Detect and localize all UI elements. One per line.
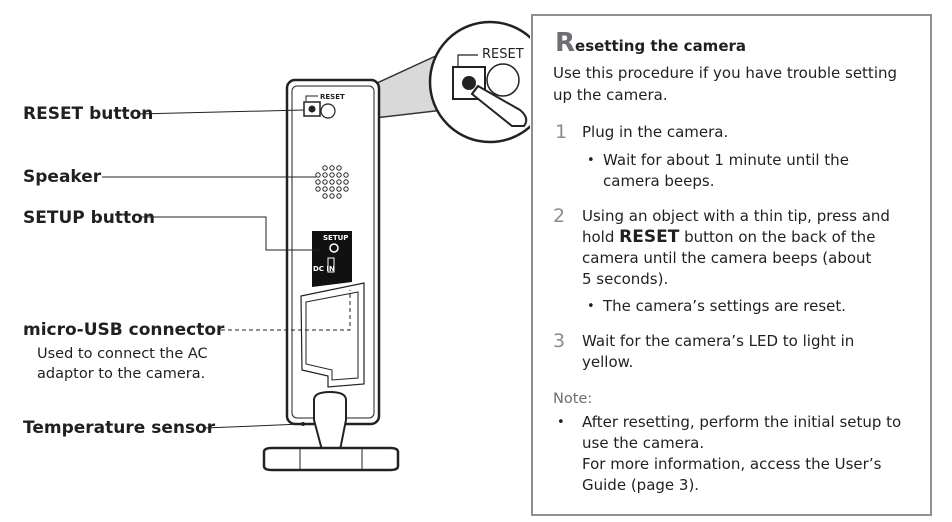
- note-line-1: After resetting, perform the initial set…: [582, 413, 902, 431]
- note-line-4: Guide (page 3).: [582, 476, 700, 494]
- setup-button-callout: SETUP button: [23, 208, 155, 228]
- title-initial: R: [555, 28, 576, 58]
- step-2-line-1: Using an object with a thin tip, press a…: [582, 207, 890, 225]
- step-2-reset-bold: RESET: [619, 227, 680, 247]
- step-2-bullet-1: The camera’s settings are reset.: [603, 297, 847, 315]
- step-2-bullet: •: [587, 299, 595, 314]
- leader-lines: [102, 109, 351, 429]
- step-3-line-1: Wait for the camera’s LED to light in: [582, 332, 855, 350]
- intro-line-2: up the camera.: [553, 86, 668, 104]
- title-rest: esetting the camera: [575, 37, 747, 55]
- step-1-bullet: •: [587, 153, 595, 168]
- reset-zoom-label: RESET: [482, 47, 524, 62]
- step-2-line-2: hold RESET button on the back of the: [582, 227, 875, 248]
- speaker-holes: [315, 165, 349, 199]
- camera-stand: [313, 390, 347, 451]
- intro-line-1: Use this procedure if you have trouble s…: [553, 64, 898, 82]
- temperature-sensor-callout: Temperature sensor: [23, 418, 216, 438]
- step-2-line-4: 5 seconds).: [582, 270, 669, 288]
- reset-button-callout: RESET button: [23, 104, 154, 124]
- note-line-2: use the camera.: [582, 434, 705, 452]
- step-1-bullet-1: Wait for about 1 minute until the: [603, 151, 849, 169]
- note-line-3: For more information, access the User’s: [582, 455, 882, 473]
- micro-usb-desc-2: adaptor to the camera.: [37, 366, 206, 382]
- step-3-line-2: yellow.: [582, 353, 634, 371]
- reset-instructions-panel: Resetting the camera Use this procedure …: [531, 14, 932, 516]
- step-1-text: Plug in the camera.: [582, 123, 729, 141]
- step-1-bullet-2: camera beeps.: [603, 172, 715, 190]
- reset-small-label: RESET: [320, 93, 345, 101]
- step-2-line-2-suffix: button on the back of the: [679, 228, 876, 246]
- camera-illustration: [102, 20, 530, 472]
- note-bullet: •: [557, 415, 565, 430]
- step-3-number: 3: [553, 330, 566, 352]
- micro-usb-callout: micro-USB connector: [23, 320, 225, 340]
- panel-title: Resetting the camera: [555, 28, 746, 58]
- micro-usb-desc-1: Used to connect the AC: [37, 346, 208, 362]
- step-2-line-3: camera until the camera beeps (about: [582, 249, 872, 267]
- note-label: Note:: [553, 391, 593, 407]
- speaker-callout: Speaker: [23, 167, 102, 187]
- setup-label: SETUP: [323, 234, 349, 242]
- step-1-number: 1: [555, 121, 568, 143]
- setup-panel: [312, 231, 352, 287]
- dc-in-label: DC IN: [313, 265, 335, 273]
- step-2-number: 2: [553, 205, 566, 227]
- step-2-line-2-prefix: hold: [582, 228, 620, 246]
